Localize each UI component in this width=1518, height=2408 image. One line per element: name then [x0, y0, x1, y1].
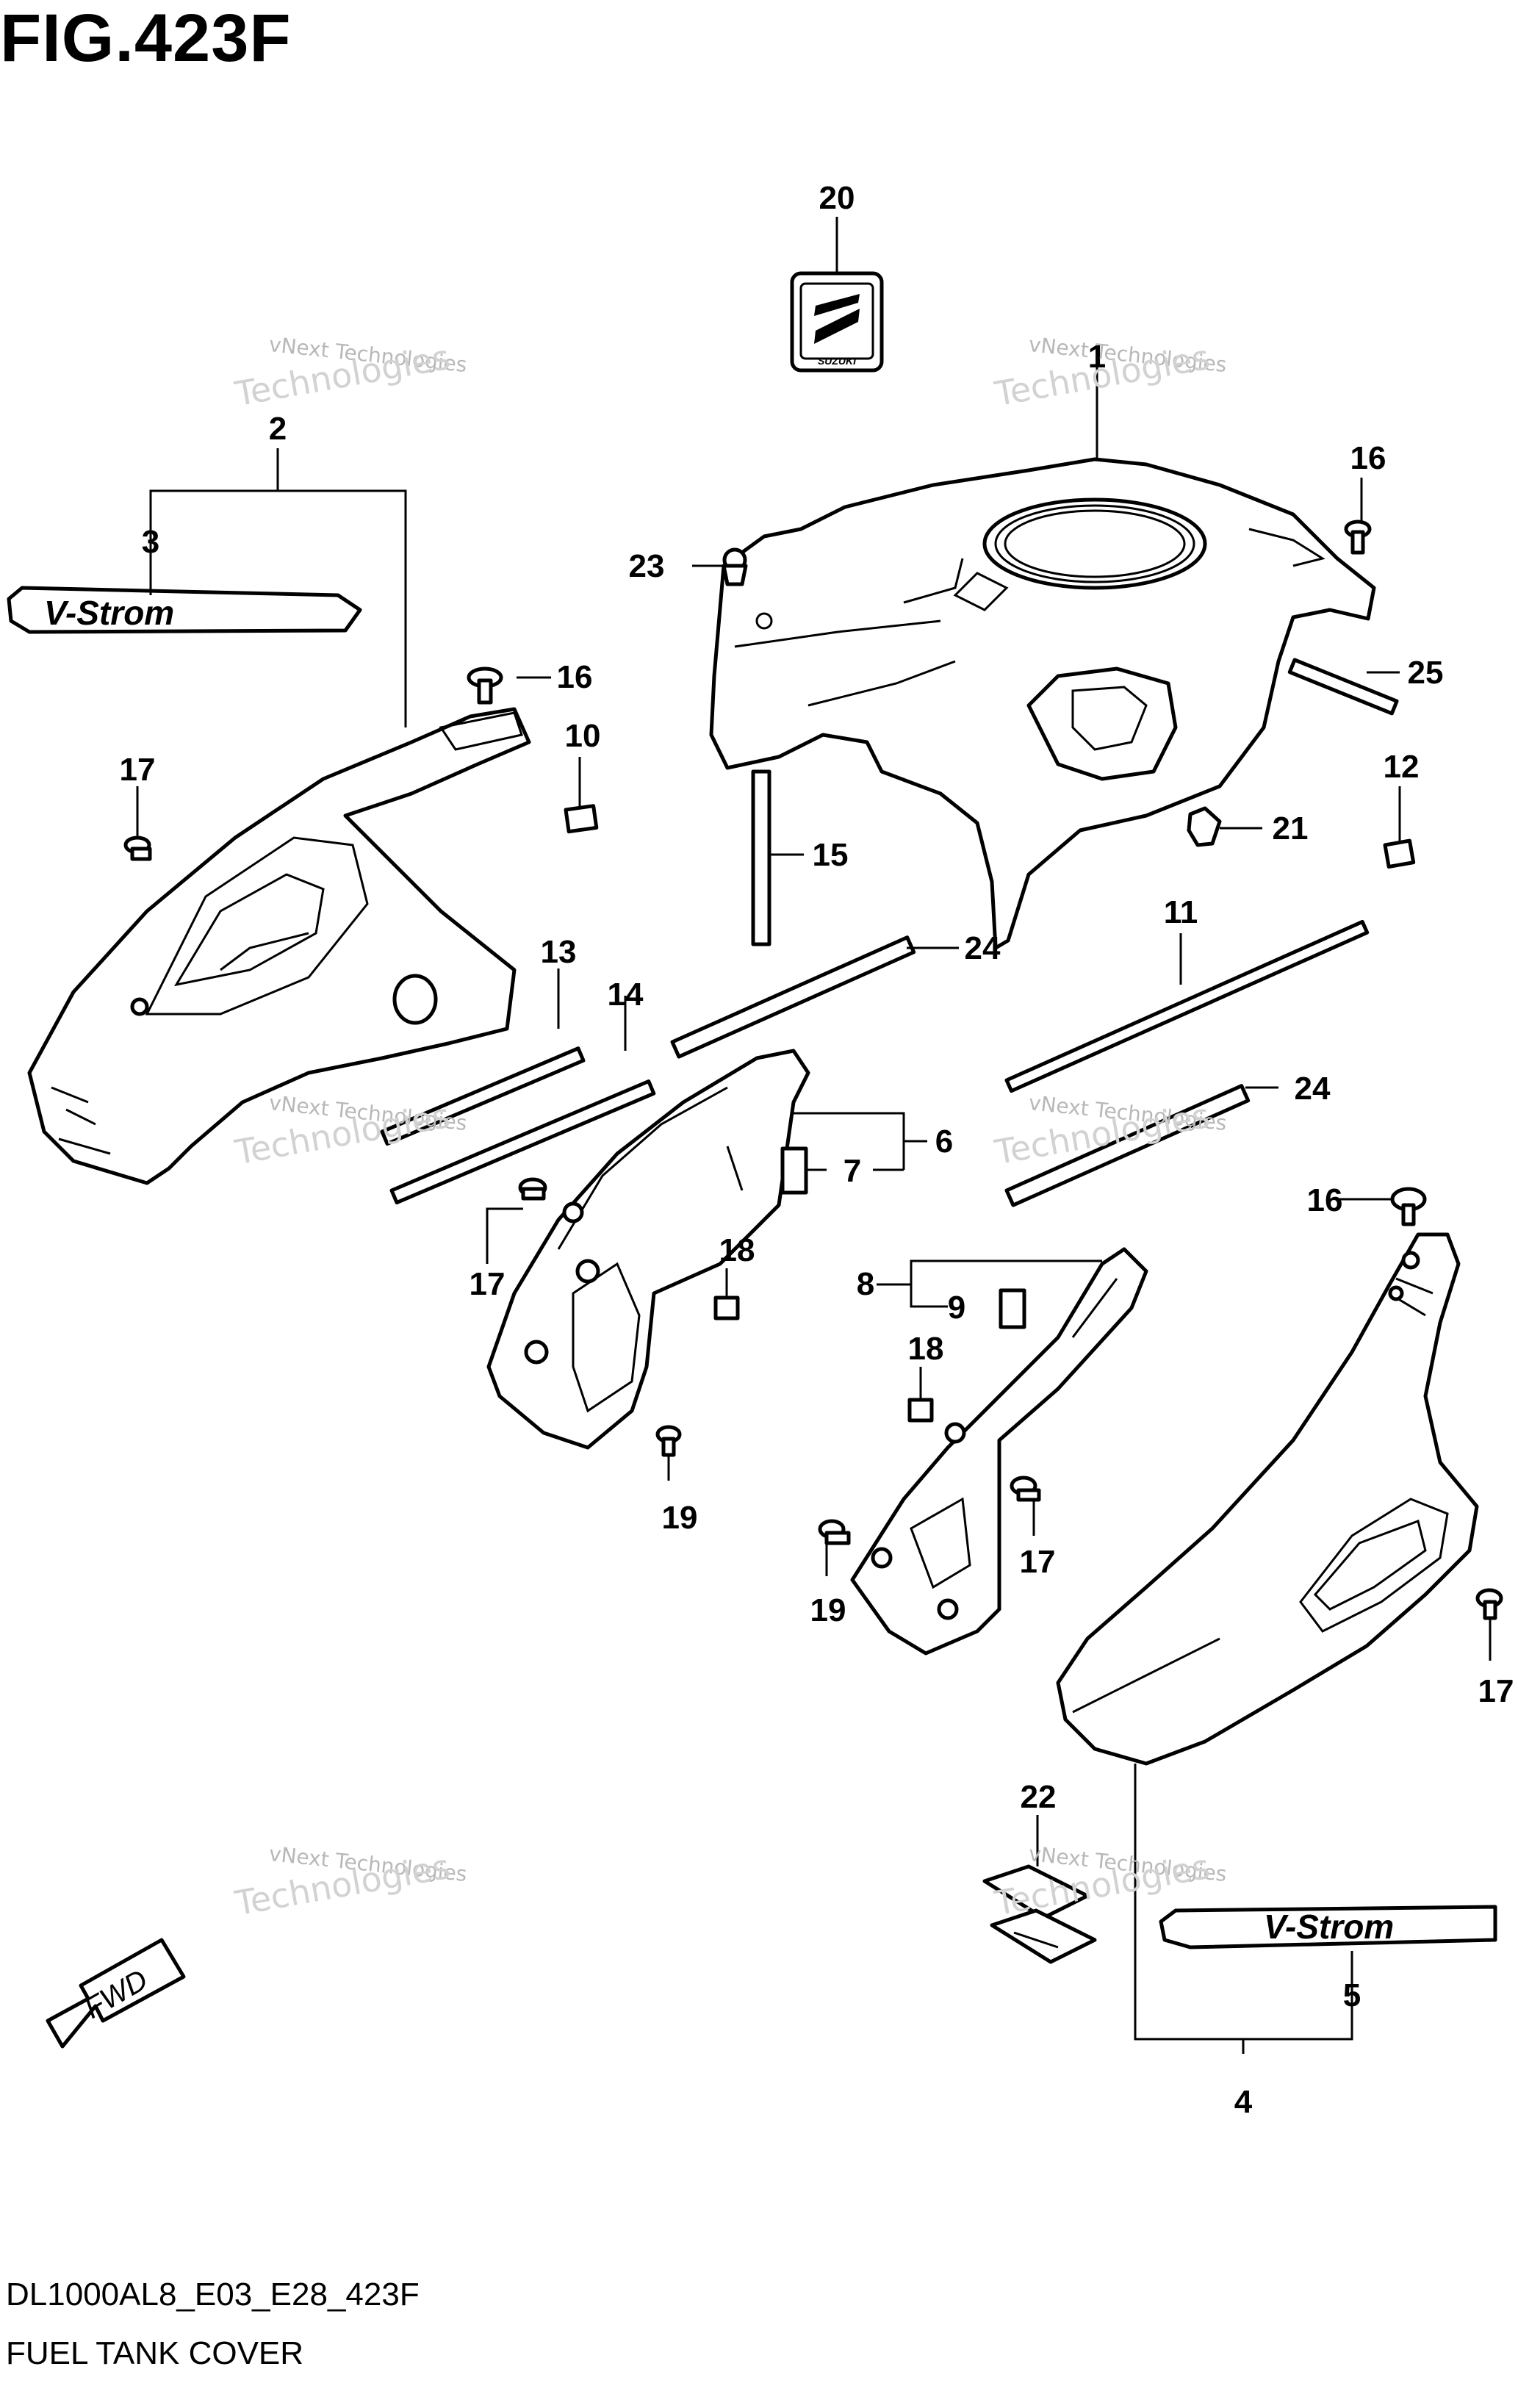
callout-18-left: 18 — [719, 1232, 755, 1268]
part-16-screw-right[interactable] — [1390, 1187, 1427, 1226]
callout-5: 5 — [1343, 1977, 1361, 2013]
part-1-fuel-tank-cover[interactable] — [709, 457, 1376, 950]
part-10-pad[interactable] — [564, 804, 599, 834]
part-13-strip[interactable] — [380, 1046, 586, 1146]
callout-8: 8 — [857, 1266, 874, 1302]
callout-23: 23 — [629, 548, 665, 584]
callout-6: 6 — [935, 1124, 953, 1160]
emblem-text: SUZUKI — [818, 355, 857, 367]
callout-1: 1 — [1088, 339, 1106, 375]
callout-numbers: 20 1 2 3 16 16 23 25 10 17 12 21 15 13 1… — [120, 180, 1514, 2120]
part-18-nut-left[interactable] — [713, 1295, 740, 1320]
callout-20: 20 — [819, 180, 855, 216]
callout-11: 11 — [1164, 894, 1198, 930]
part-25-strip[interactable] — [1287, 658, 1399, 716]
part-24-strip-lower[interactable] — [1004, 1084, 1251, 1207]
part-4-right-side-cover[interactable] — [1056, 1232, 1479, 1766]
part-16-screw-top[interactable] — [1344, 520, 1372, 555]
part-16-screw-left[interactable] — [467, 666, 503, 705]
callout-24-upper: 24 — [965, 930, 1001, 966]
callout-25: 25 — [1408, 655, 1444, 691]
callout-17-far-right: 17 — [1478, 1673, 1514, 1709]
callout-24-lower: 24 — [1295, 1071, 1331, 1107]
part-6-left-inner-panel[interactable] — [486, 1049, 810, 1450]
callout-16-left: 16 — [557, 659, 593, 695]
callout-2: 2 — [269, 411, 287, 447]
callout-16-right: 16 — [1307, 1182, 1343, 1218]
part-17-screw-left[interactable] — [123, 835, 152, 861]
part-19-screw-left[interactable] — [655, 1425, 682, 1457]
callout-17-mid: 17 — [470, 1266, 506, 1302]
fwd-arrow: FWD — [46, 1938, 186, 2049]
part-8-right-inner-panel[interactable] — [850, 1247, 1148, 1656]
callout-17-right-mid: 17 — [1020, 1544, 1056, 1580]
callout-12: 12 — [1384, 749, 1420, 785]
part-7-pad[interactable] — [780, 1146, 808, 1195]
callout-19-left: 19 — [662, 1500, 698, 1536]
stripe-text-right: V-Strom — [1264, 1908, 1394, 1946]
callout-17-left: 17 — [120, 752, 156, 788]
part-23-clip[interactable] — [722, 547, 748, 586]
part-3-stripe[interactable]: V-Strom — [7, 586, 362, 634]
part-12-pad[interactable] — [1383, 838, 1416, 869]
diagram-name: FUEL TANK COVER — [6, 2335, 304, 2371]
callout-13: 13 — [541, 934, 577, 970]
callout-9: 9 — [948, 1290, 965, 1326]
diagram-code: DL1000AL8_E03_E28_423F — [6, 2276, 420, 2312]
part-22-decal[interactable] — [982, 1864, 1097, 1964]
leader-lines — [136, 217, 1492, 2054]
callout-18-right: 18 — [908, 1331, 944, 1367]
part-17-screw-far-right[interactable] — [1475, 1588, 1503, 1620]
part-5-stripe[interactable]: V-Strom — [1159, 1905, 1497, 1949]
part-15-strip[interactable] — [751, 769, 771, 946]
figure-title: FIG.423F — [0, 1, 292, 76]
part-9-pad[interactable] — [999, 1288, 1026, 1329]
callout-15: 15 — [813, 837, 849, 873]
part-2-left-side-cover[interactable] — [27, 707, 531, 1185]
part-14-strip[interactable] — [389, 1079, 656, 1205]
callout-16-top: 16 — [1350, 440, 1386, 476]
part-21-clip[interactable] — [1187, 806, 1222, 847]
part-19-screw-right[interactable] — [818, 1519, 851, 1545]
callout-19-right: 19 — [810, 1592, 846, 1628]
callout-7: 7 — [843, 1153, 861, 1189]
part-17-screw-right-mid[interactable] — [1010, 1476, 1041, 1502]
part-20-emblem[interactable]: SUZUKI — [790, 271, 884, 373]
part-24-strip-upper[interactable] — [670, 935, 916, 1059]
callout-14: 14 — [608, 977, 644, 1013]
callout-22: 22 — [1021, 1779, 1057, 1815]
callout-4: 4 — [1234, 2084, 1253, 2120]
part-17-screw-mid[interactable] — [518, 1177, 547, 1201]
callout-10: 10 — [565, 718, 601, 754]
part-18-nut-right[interactable] — [907, 1398, 934, 1423]
stripe-text-left: V-Strom — [44, 594, 174, 632]
part-11-strip[interactable] — [1004, 919, 1370, 1093]
callout-3: 3 — [142, 524, 159, 560]
callout-21: 21 — [1273, 811, 1309, 847]
